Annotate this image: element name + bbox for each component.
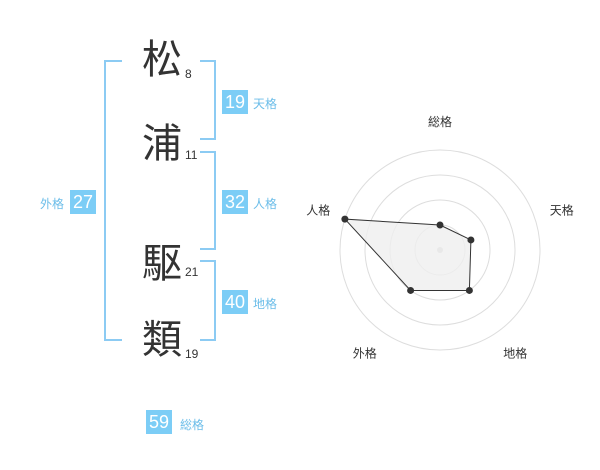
chikaku-bracket: [200, 260, 216, 341]
radar-point-1: [436, 221, 444, 229]
radar-ring: [364, 174, 516, 326]
soukaku-value: 59: [146, 410, 173, 434]
stroke-count-4: 19: [185, 347, 199, 361]
chikaku-label: 地格: [253, 297, 278, 311]
radar-point-5: [341, 215, 349, 223]
tenkaku-label: 天格: [253, 97, 278, 111]
chikaku-value: 40: [222, 290, 249, 314]
stroke-count-2: 11: [185, 148, 198, 162]
gaikaku-value: 27: [70, 190, 97, 214]
radar-shape: [343, 218, 472, 291]
name-char-2: 浦: [142, 121, 182, 167]
jinkaku-label: 人格: [253, 197, 278, 211]
gaikaku-bracket: [104, 60, 122, 341]
stroke-count-1: 8: [185, 67, 192, 81]
jinkaku-value: 32: [222, 190, 249, 214]
radar-point-2: [467, 236, 475, 244]
tenkaku-value: 19: [222, 90, 249, 114]
radar-point-4: [407, 286, 415, 294]
name-char-3: 駆: [142, 241, 182, 287]
radar-axis-label-2: 天格: [550, 202, 574, 217]
name-char-1: 松: [142, 37, 182, 83]
radar-point-3: [465, 286, 473, 294]
gaikaku-label: 外格: [40, 197, 65, 211]
radar-ring: [339, 149, 541, 351]
radar-axis-label-4: 外格: [353, 346, 377, 361]
stroke-count-3: 21: [185, 265, 199, 279]
radar-axis-label-3: 地格: [503, 346, 527, 361]
tenkaku-bracket: [200, 60, 216, 140]
name-char-4: 類: [142, 317, 182, 363]
radar-axis-label-5: 人格: [306, 202, 330, 217]
soukaku-label: 総格: [180, 418, 205, 432]
jinkaku-bracket: [200, 151, 216, 250]
radar-axis-label-1: 総格: [428, 114, 452, 129]
